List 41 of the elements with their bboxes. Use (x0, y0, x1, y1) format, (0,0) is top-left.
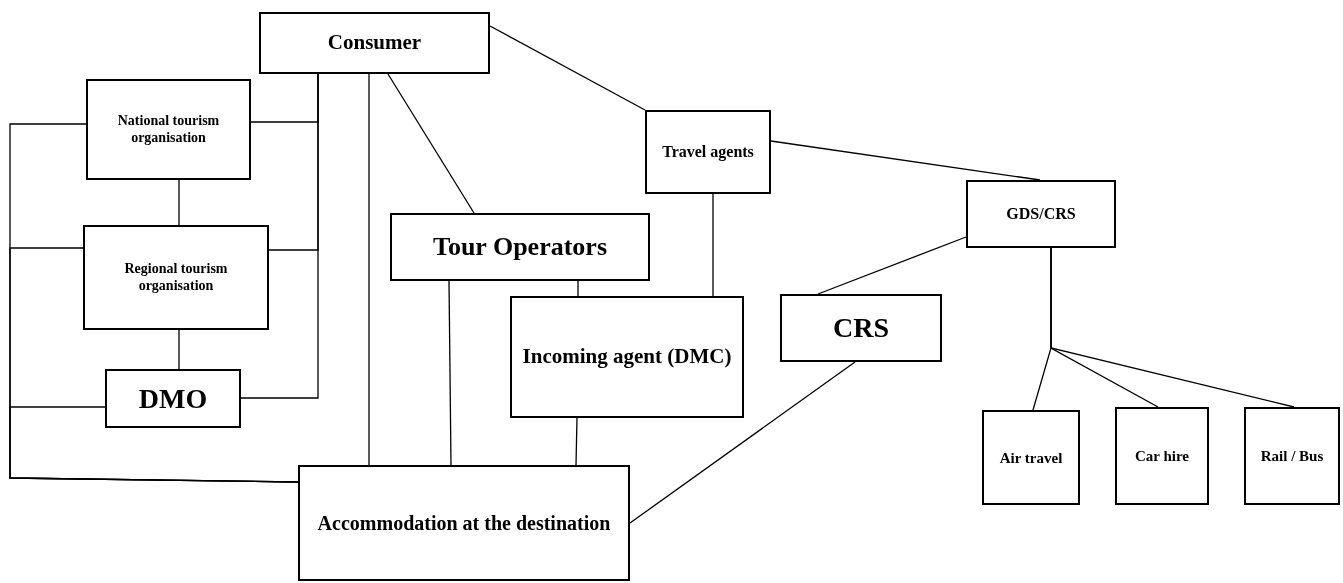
box-label: Accommodation at the destination (317, 511, 611, 535)
box-label: Consumer (327, 30, 422, 56)
connector-line (1050, 247, 1295, 408)
connector-line (489, 25, 646, 111)
process-box (1115, 407, 1209, 505)
box-label: CRS (833, 311, 889, 345)
connector-line (448, 280, 452, 466)
process-box (966, 180, 1116, 248)
connector-line (9, 406, 299, 483)
process-box (1244, 407, 1340, 505)
connector-line (178, 329, 180, 370)
process-box (510, 296, 744, 418)
connector-line (770, 140, 1041, 181)
connector-line (575, 417, 578, 466)
process-box (105, 369, 241, 428)
process-box (390, 213, 650, 281)
box-label: Tour Operators (432, 231, 608, 263)
connector-line (817, 236, 967, 295)
box-label: Air travel (999, 448, 1063, 467)
connector-line (240, 73, 319, 399)
box-label: Incoming agent (DMC) (522, 344, 732, 370)
process-box (86, 79, 251, 180)
process-box (982, 410, 1080, 505)
box-label: Travel agents (662, 142, 754, 162)
process-box (83, 225, 269, 330)
process-box (645, 110, 771, 194)
box-label: National tourism organisation (116, 112, 221, 147)
connector-line (387, 73, 475, 214)
connector-line (368, 73, 370, 466)
process-box (298, 465, 630, 581)
box-label: Regional tourism organisation (123, 260, 229, 295)
process-box (259, 12, 490, 74)
process-box (780, 294, 942, 362)
connector-line (629, 361, 856, 524)
connector-line (577, 280, 579, 297)
box-label: DMO (138, 381, 208, 416)
connector-line (178, 179, 180, 226)
box-label: Rail / Bus (1260, 447, 1324, 465)
connector-line (712, 193, 714, 297)
box-label: GDS/CRS (1006, 204, 1076, 224)
box-label: Car hire (1135, 447, 1189, 465)
